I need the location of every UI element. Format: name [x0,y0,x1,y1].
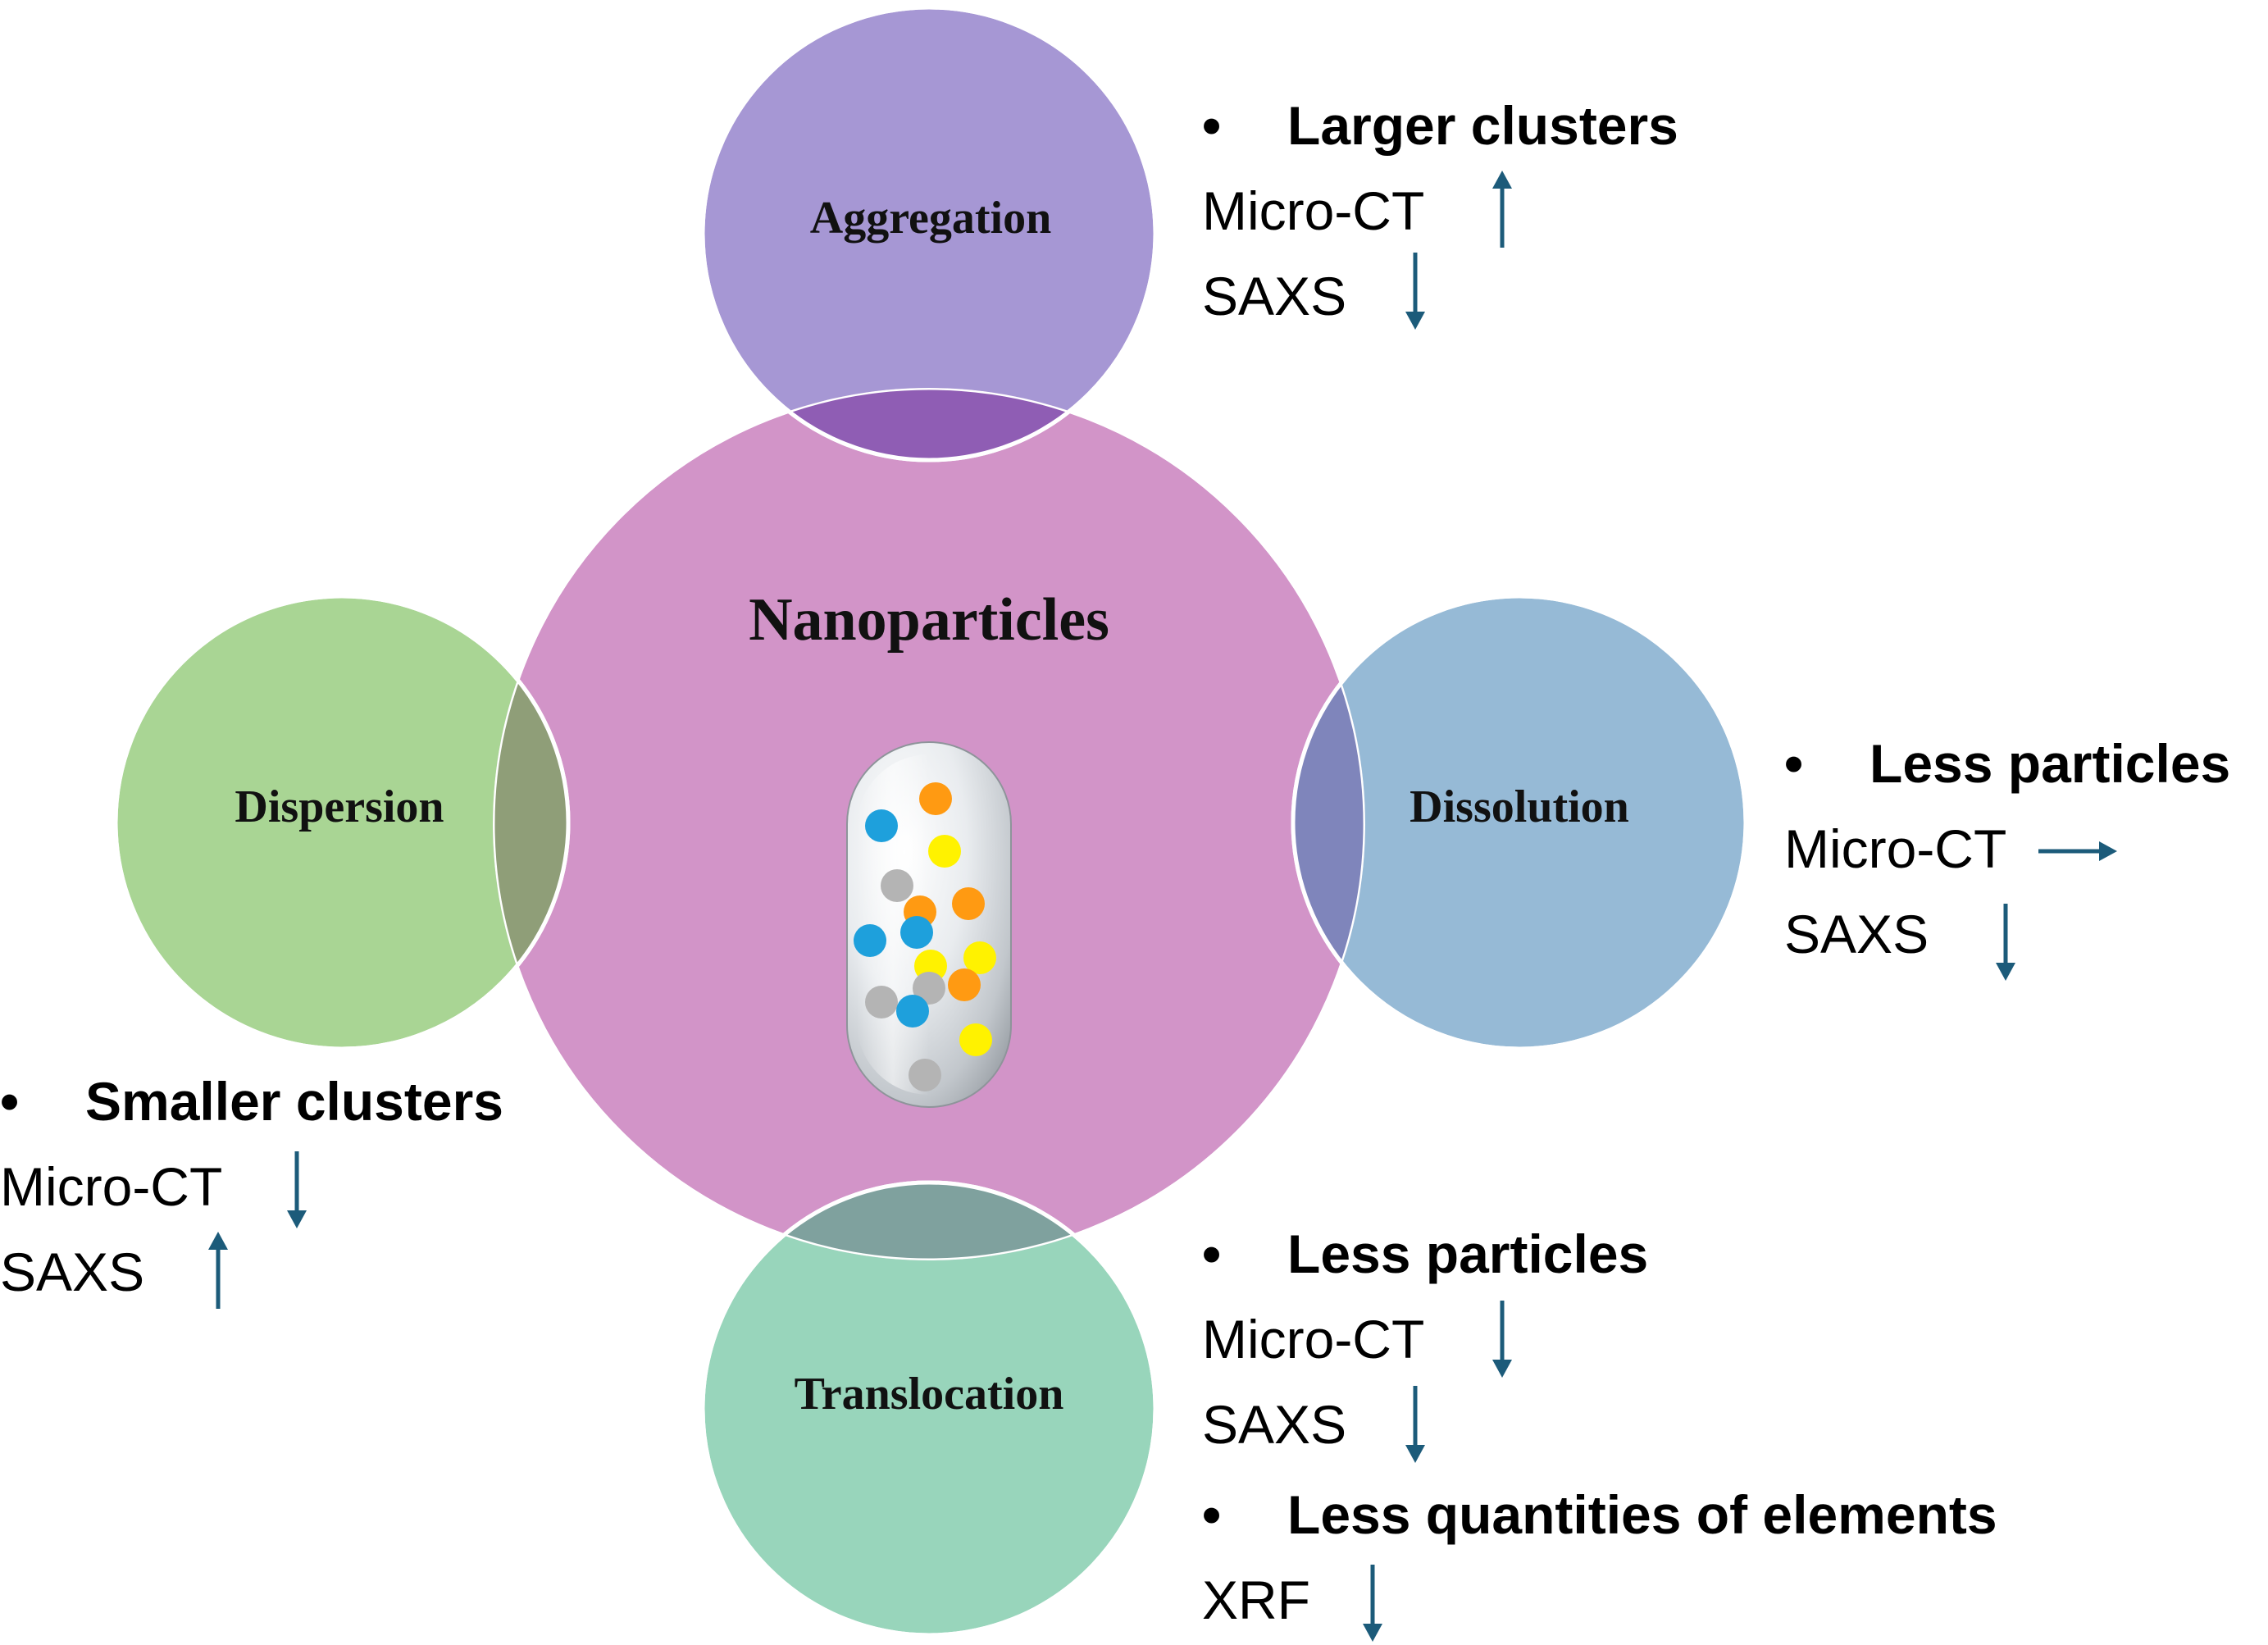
capsule-illustration [846,741,1012,1108]
dispersion-method-saxs: SAXS [0,1242,145,1302]
arrow-head [2099,841,2117,861]
dispersion-heading: •Smaller clusters [0,1071,503,1132]
translocation-method-saxs: SAXS [1202,1394,1347,1455]
translocation-heading-2: •Less quantities of elements [1202,1484,1997,1545]
bullet: • [1202,1223,1222,1284]
particle-dot [865,986,898,1018]
dissolution-method-microct: Micro-CT [1784,818,2007,879]
aggregation-saxs-trend-arrow [1405,253,1425,330]
arrow-head [1363,1624,1382,1642]
arrow-head [287,1210,307,1228]
particle-dot [963,941,996,974]
bullet: • [1784,733,1804,794]
particle-dot [948,968,981,1001]
translocation-method-microct: Micro-CT [1202,1309,1425,1369]
particle-dot [881,869,913,902]
particle-dot [928,835,961,868]
aggregation-method-microct: Micro-CT [1202,180,1425,241]
arrow-head [1492,1360,1512,1378]
arrow-head [1492,171,1512,189]
arrow-head [1405,1445,1425,1463]
bullet: • [1202,95,1222,156]
aggregation-heading: •Larger clusters [1202,95,1678,156]
dispersion-label: Dispersion [235,781,444,832]
dissolution-label: Dissolution [1410,781,1629,832]
arrow-head [208,1232,228,1250]
bullet: • [1202,1484,1222,1545]
center-title: Nanoparticles [749,586,1109,654]
particle-dot [913,972,945,1005]
arrow-head [1996,963,2015,981]
capsule-particles [854,782,996,1091]
particle-dot [952,887,985,920]
dissolution-microct-trend-arrow [2038,841,2117,861]
translocation-microct-trend-arrow [1492,1301,1512,1378]
particle-dot [900,916,933,949]
translocation-heading: •Less particles [1202,1223,1649,1284]
particle-dot [854,924,886,957]
aggregation-label: Aggregation [810,193,1052,244]
dispersion-method-microct: Micro-CT [0,1156,223,1217]
dissolution-saxs-trend-arrow [1996,904,2015,981]
particle-dot [865,809,898,842]
particle-dot [959,1023,992,1056]
aggregation-method-saxs: SAXS [1202,266,1347,326]
arrow-head [1405,312,1425,330]
translocation-label: Translocation [795,1369,1064,1419]
dissolution-method-saxs: SAXS [1784,904,1929,964]
dispersion-saxs-trend-arrow [208,1232,228,1309]
dispersion-microct-trend-arrow [287,1151,307,1228]
particle-dot [909,1059,941,1091]
particle-dot [919,782,952,815]
dissolution-heading: •Less particles [1784,733,2231,794]
translocation-saxs-trend-arrow [1405,1386,1425,1463]
translocation-xrf-trend-arrow [1363,1565,1382,1642]
particle-dot [896,995,929,1028]
translocation-method-xrf: XRF [1202,1570,1310,1630]
bullet: • [0,1071,20,1132]
aggregation-microct-trend-arrow [1492,171,1512,248]
